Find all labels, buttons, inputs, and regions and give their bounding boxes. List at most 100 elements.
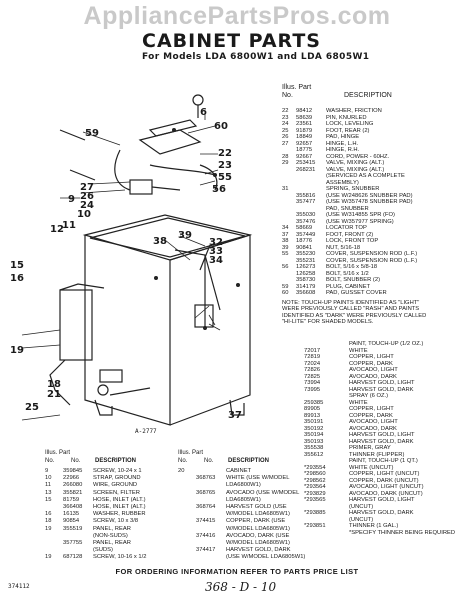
part-number: 72819 bbox=[304, 354, 321, 360]
list-item: (UNCUT) bbox=[304, 517, 464, 524]
part-number: 355816 bbox=[296, 192, 316, 199]
t2-header-no: No. bbox=[178, 458, 188, 464]
part-description: PAD, GUSSET COVER bbox=[326, 290, 387, 296]
part-description: WHITE bbox=[349, 399, 368, 406]
part-number: 72017 bbox=[304, 347, 321, 354]
list-item: 368764 HARVEST GOLD (USE bbox=[178, 504, 298, 511]
part-number: 314179 bbox=[296, 283, 316, 290]
illus-number: 13 bbox=[45, 489, 52, 496]
callout-33: 33 bbox=[209, 246, 223, 257]
right-list-header: Illus. Part No. DESCRIPTION bbox=[282, 84, 472, 108]
part-description: AVOCADO, LIGHT (UNCUT) bbox=[349, 484, 424, 490]
part-number: *293851 bbox=[304, 523, 326, 529]
illus-number: 29 bbox=[282, 160, 289, 166]
callout-25: 25 bbox=[25, 402, 39, 413]
list-item: W/MODEL LDA6805W1) bbox=[178, 526, 298, 533]
part-description: (SUDS) bbox=[93, 547, 113, 554]
part-number: 16135 bbox=[63, 511, 80, 518]
part-description: FOOT, REAR (2) bbox=[326, 127, 370, 134]
part-description: COVER, SUSPENSION ROD (L.F.) bbox=[326, 257, 418, 264]
callout-11: 11 bbox=[62, 220, 76, 231]
list-item: SPRAY (6 OZ.) bbox=[304, 393, 464, 400]
part-description: WHITE bbox=[349, 347, 368, 354]
part-number: 355519 bbox=[63, 525, 83, 532]
illus-number: 11 bbox=[45, 482, 52, 489]
callout-59: 59 bbox=[85, 128, 99, 139]
callout-37: 37 bbox=[228, 410, 242, 421]
part-number: 98412 bbox=[296, 108, 313, 114]
part-description: PLUG, CABINET bbox=[326, 283, 371, 290]
part-description: HARVEST GOLD, LIGHT bbox=[349, 380, 415, 386]
part-number: 366408 bbox=[63, 503, 83, 510]
part-description: LDA6805W1) bbox=[226, 496, 261, 503]
part-number: 90841 bbox=[296, 244, 313, 251]
part-number: 356608 bbox=[296, 290, 316, 296]
part-number: 81759 bbox=[63, 496, 80, 503]
part-number: 23561 bbox=[296, 121, 313, 127]
callout-26: 26 bbox=[80, 191, 94, 202]
part-description: LOCK, FRONT TOP bbox=[326, 238, 379, 244]
list-item: ASSEMBLY) bbox=[282, 180, 472, 187]
part-number: 368764 bbox=[196, 503, 216, 510]
illus-number: 15 bbox=[45, 496, 52, 503]
illus-number: 34 bbox=[282, 225, 289, 231]
part-number: 357449 bbox=[296, 231, 316, 238]
part-number: 359845 bbox=[63, 468, 83, 474]
part-number: 91879 bbox=[296, 127, 313, 134]
part-number: 357755 bbox=[63, 539, 83, 546]
illus-number: 10 bbox=[45, 475, 52, 482]
illus-number: 56 bbox=[282, 264, 289, 270]
part-description: COPPER, DARK bbox=[349, 412, 393, 419]
part-description: CORD, POWER - 60HZ. bbox=[326, 153, 390, 160]
part-description: WASHER, RUBBER bbox=[93, 511, 146, 518]
list-item: (USE W/MODEL LDA6805W1) bbox=[178, 554, 305, 561]
part-description: VALVE, MIXING (ALT.) bbox=[326, 160, 385, 166]
part-description: W/MODEL LDA6805W1) bbox=[226, 539, 290, 546]
callout-15: 15 bbox=[10, 260, 24, 271]
part-number: 358730 bbox=[296, 277, 316, 283]
part-description: *SPECIFY THINNER BEING REQUIRED bbox=[349, 529, 456, 536]
list-item: *293851 THINNER (1 GAL.) bbox=[304, 523, 464, 530]
callout-56: 56 bbox=[212, 184, 226, 195]
part-number: 350194 bbox=[304, 432, 324, 438]
part-number: 73994 bbox=[304, 380, 321, 386]
part-number: 368763 bbox=[196, 475, 216, 482]
part-description: HARVEST GOLD (USE bbox=[226, 503, 287, 510]
callout-19: 19 bbox=[10, 345, 24, 356]
part-description: HOSE, INLET (ALT.) bbox=[93, 496, 146, 503]
part-number: 90854 bbox=[63, 518, 80, 525]
part-description: COPPER, DARK (USE bbox=[226, 518, 286, 525]
part-description: HARVEST GOLD, DARK bbox=[349, 510, 414, 516]
part-description: LDA6800W1) bbox=[226, 482, 261, 489]
t1-header-illus: Illus. Part bbox=[45, 450, 71, 456]
page-subtitle: For Models LDA 6800W1 and LDA 6805W1 bbox=[142, 52, 370, 62]
part-description: THINNER (1 GAL.) bbox=[349, 523, 399, 529]
part-number: 268231 bbox=[296, 166, 316, 173]
illus-number: 60 bbox=[282, 290, 289, 296]
callout-34: 34 bbox=[209, 255, 223, 266]
part-description: HARVEST GOLD, LIGHT bbox=[349, 432, 415, 438]
part-number: 350192 bbox=[304, 425, 324, 432]
part-number: 357477 bbox=[296, 199, 316, 205]
illus-number: 19 bbox=[45, 554, 52, 561]
part-description: COPPER, LIGHT (UNCUT) bbox=[349, 471, 420, 477]
callout-24: 24 bbox=[80, 200, 94, 211]
part-description: CABINET bbox=[226, 468, 252, 474]
header-description: DESCRIPTION bbox=[344, 92, 392, 99]
part-description: HINGE, R.H. bbox=[326, 147, 360, 153]
